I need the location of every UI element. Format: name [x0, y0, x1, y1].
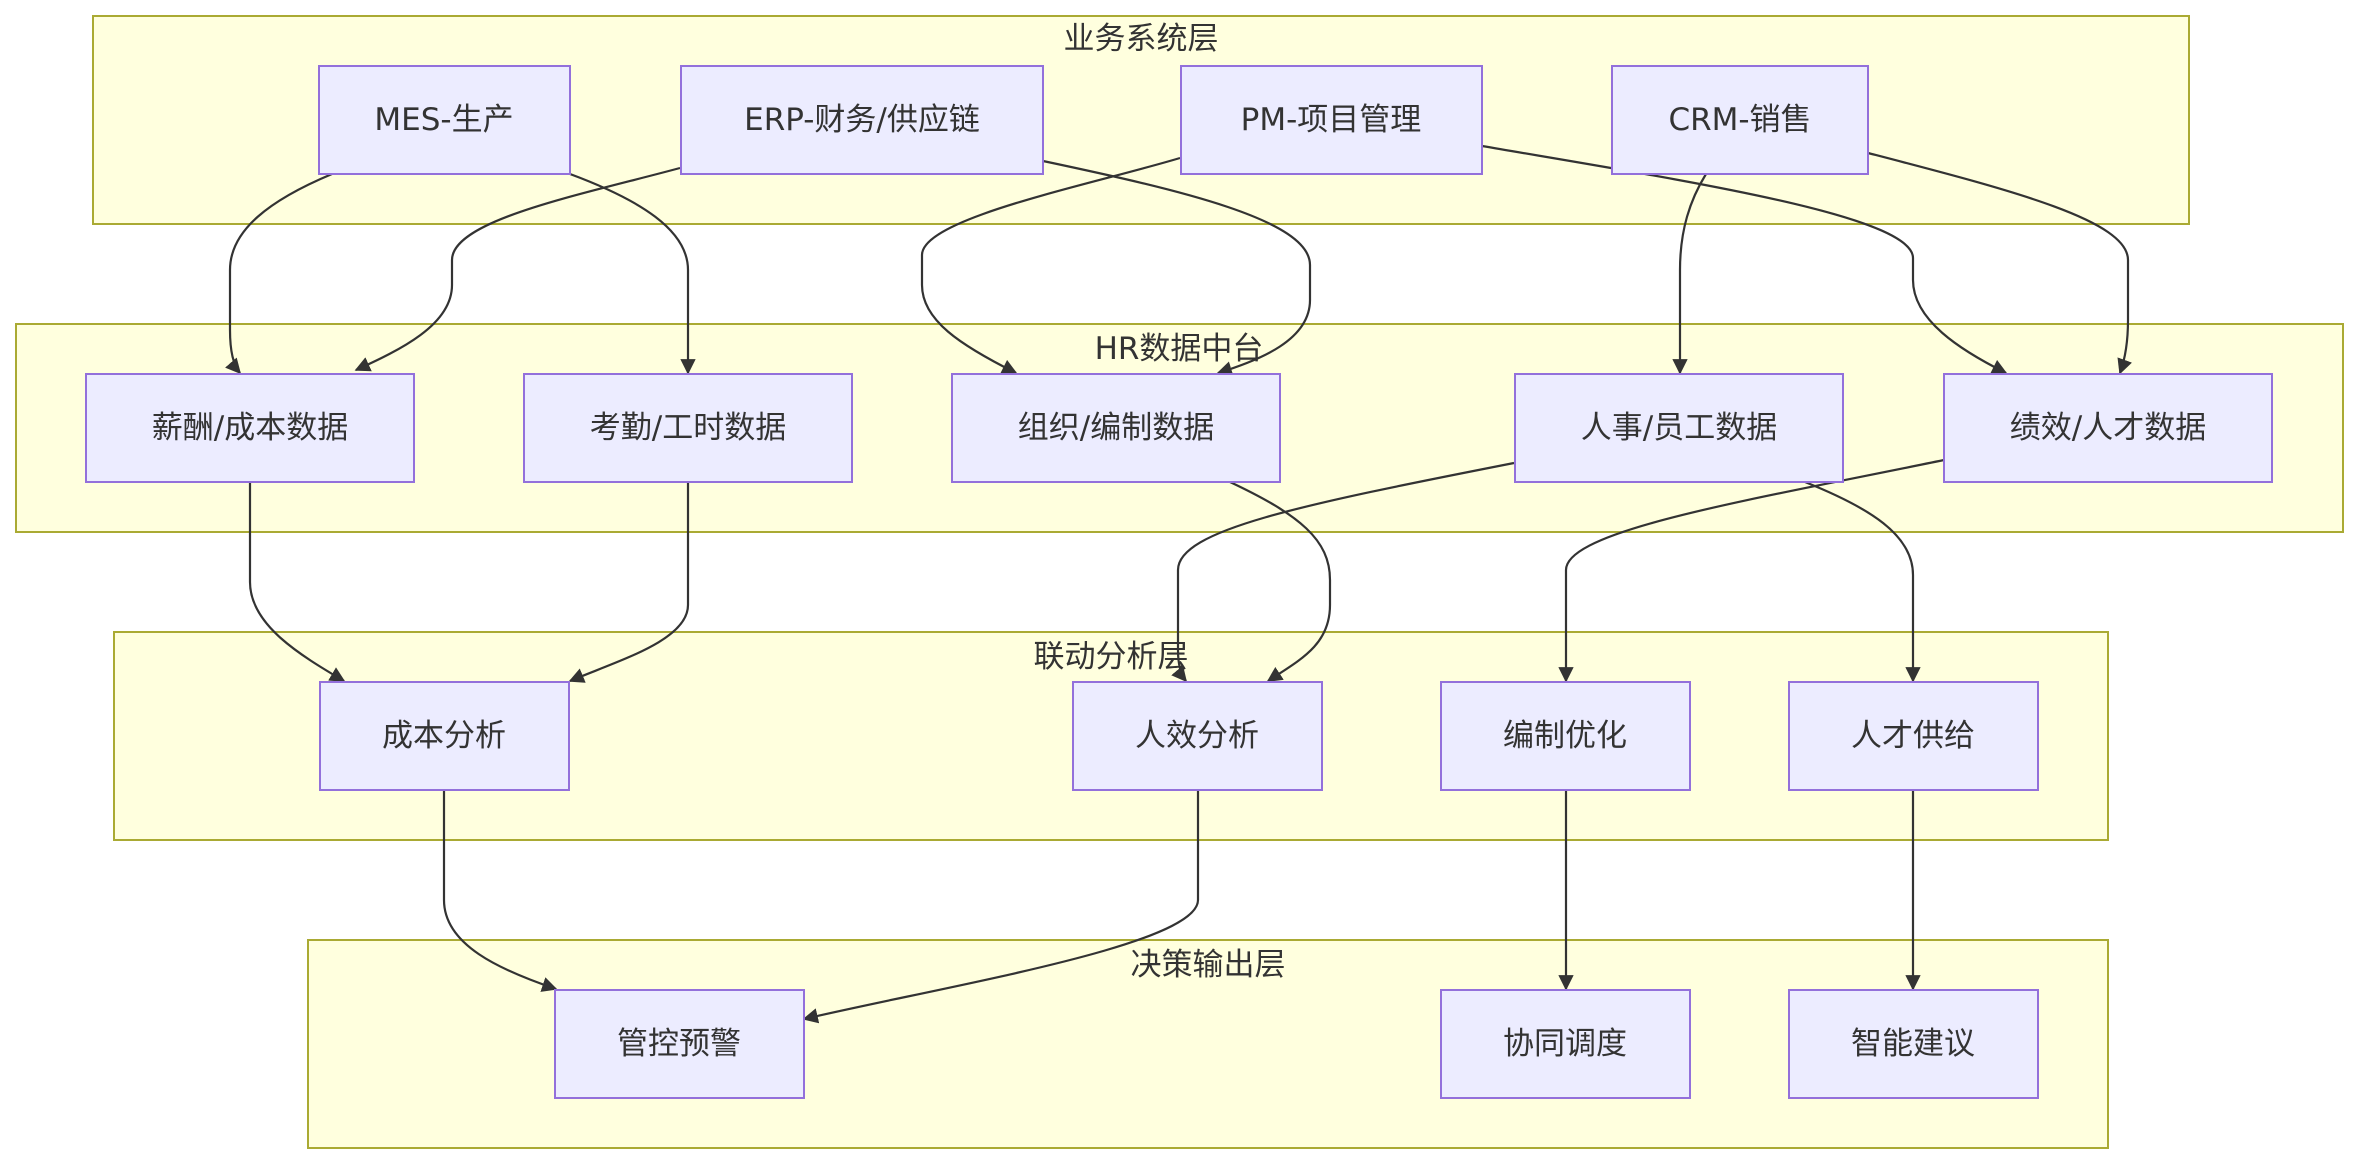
- node-smart-suggestion-label: 智能建议: [1851, 1026, 1975, 1062]
- edge-salary-to-cost-analysis: [248, 482, 346, 682]
- edge-erp-to-org: [1042, 159, 1312, 377]
- edge-crm-to-personnel: [1672, 173, 1707, 375]
- edge-personnel-to-efficiency-analysis: [1171, 461, 1515, 683]
- node-erp-label: ERP-财务/供应链: [744, 102, 980, 138]
- node-attendance-data-label: 考勤/工时数据: [590, 410, 786, 446]
- node-org-data[interactable]: 组织/编制数据: [951, 373, 1281, 483]
- edge-pm-to-org: [920, 156, 1181, 374]
- edges: [225, 144, 2132, 1024]
- node-coordination-label: 协同调度: [1503, 1026, 1627, 1062]
- node-control-alert-label: 管控预警: [617, 1026, 741, 1062]
- edge-erp-to-salary: [354, 166, 681, 372]
- node-efficiency-analysis[interactable]: 人效分析: [1072, 681, 1323, 791]
- node-crm[interactable]: CRM-销售: [1611, 65, 1869, 175]
- node-mes[interactable]: MES-生产: [318, 65, 571, 175]
- cluster-hr-data-platform-label: HR数据中台: [1095, 331, 1264, 367]
- node-staffing-optimization[interactable]: 编制优化: [1440, 681, 1691, 791]
- node-performance-data-label: 绩效/人才数据: [2010, 410, 2206, 446]
- node-pm-label: PM-项目管理: [1241, 102, 1422, 138]
- node-staffing-optimization-label: 编制优化: [1503, 718, 1627, 754]
- edge-crm-to-performance: [1867, 151, 2132, 375]
- node-personnel-data-label: 人事/员工数据: [1581, 410, 1777, 446]
- node-attendance-data[interactable]: 考勤/工时数据: [523, 373, 853, 483]
- cluster-decision-output-layer-label: 决策输出层: [1131, 947, 1286, 983]
- node-efficiency-analysis-label: 人效分析: [1135, 718, 1259, 754]
- node-cost-analysis-label: 成本分析: [382, 718, 506, 754]
- edge-cost-analysis-to-alert: [442, 790, 558, 992]
- node-talent-supply[interactable]: 人才供给: [1788, 681, 2039, 791]
- edge-attendance-to-cost-analysis: [568, 482, 690, 683]
- cluster-business-layer-label: 业务系统层: [1064, 21, 1219, 57]
- node-talent-supply-label: 人才供给: [1851, 718, 1975, 754]
- node-org-data-label: 组织/编制数据: [1018, 410, 1214, 446]
- edge-mes-to-attendance: [569, 172, 696, 375]
- cluster-analysis-layer-label: 联动分析层: [1034, 639, 1189, 675]
- edge-org-to-efficiency-analysis: [1229, 481, 1332, 682]
- node-cost-analysis[interactable]: 成本分析: [319, 681, 570, 791]
- node-salary-data-label: 薪酬/成本数据: [152, 410, 348, 446]
- node-mes-label: MES-生产: [374, 102, 513, 138]
- node-coordination[interactable]: 协同调度: [1440, 989, 1691, 1099]
- node-smart-suggestion[interactable]: 智能建议: [1788, 989, 2039, 1099]
- node-salary-data[interactable]: 薪酬/成本数据: [85, 373, 415, 483]
- node-personnel-data[interactable]: 人事/员工数据: [1514, 373, 1844, 483]
- node-crm-label: CRM-销售: [1668, 102, 1811, 138]
- node-performance-data[interactable]: 绩效/人才数据: [1943, 373, 2273, 483]
- edge-efficiency-analysis-to-alert: [802, 790, 1200, 1024]
- edge-mes-to-salary: [225, 172, 333, 375]
- edge-performance-to-staffing-opt: [1558, 458, 1945, 683]
- node-pm[interactable]: PM-项目管理: [1180, 65, 1483, 175]
- node-erp[interactable]: ERP-财务/供应链: [680, 65, 1044, 175]
- edge-personnel-to-talent-supply: [1804, 480, 1921, 683]
- node-control-alert[interactable]: 管控预警: [554, 989, 805, 1099]
